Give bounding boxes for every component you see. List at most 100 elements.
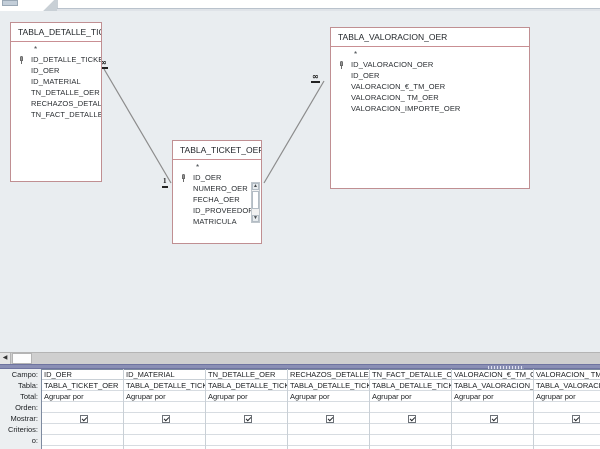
mostrar-checkbox[interactable] (243, 415, 252, 423)
field-row[interactable]: VALORACION_€_TM_OER (331, 81, 529, 92)
cell-orden[interactable] (534, 402, 600, 413)
cell-tabla[interactable]: TABLA_VALORACION_ (534, 380, 600, 391)
cell-o[interactable] (206, 435, 287, 446)
field-row[interactable]: ID_OER (173, 172, 261, 183)
cell-campo[interactable]: VALORACION_ TM_OE (534, 369, 600, 380)
grid-column[interactable]: VALORACION_ TM_OE TABLA_VALORACION_ Agru… (534, 369, 600, 449)
cell-orden[interactable] (452, 402, 533, 413)
field-row[interactable]: ID_DETALLE_TICKET_( (11, 54, 101, 65)
cell-criterios[interactable] (206, 424, 287, 435)
cell-o[interactable] (534, 435, 600, 446)
cell-mostrar[interactable] (42, 413, 123, 424)
cell-tabla[interactable]: TABLA_DETALLE_TICKE (206, 381, 287, 391)
scroll-left-arrow-icon[interactable]: ◀ (0, 353, 11, 364)
cell-orden[interactable] (42, 402, 123, 413)
cell-mostrar[interactable] (288, 413, 369, 424)
scrollbar-thumb[interactable] (252, 191, 259, 209)
field-list-title[interactable]: TABLA_TICKET_OER (173, 141, 261, 160)
grid-column[interactable]: ID_OER TABLA_TICKET_OER Agrupar por (42, 369, 124, 449)
cell-tabla[interactable]: TABLA_DETALLE_TICKE (124, 381, 205, 391)
field-list-tabla-detalle-ticket[interactable]: TABLA_DETALLE_TIC... * ID_DETALLE_TICKET… (10, 22, 102, 182)
grid-column[interactable]: ID_MATERIAL TABLA_DETALLE_TICKE Agrupar … (124, 369, 206, 449)
field-list-vertical-scrollbar[interactable]: ▲ ▼ (251, 182, 260, 223)
cell-criterios[interactable] (42, 424, 123, 435)
cell-orden[interactable] (370, 402, 451, 413)
cell-criterios[interactable] (452, 424, 533, 435)
cell-tabla[interactable]: TABLA_DETALLE_TICKE (370, 381, 451, 391)
cell-total[interactable]: Agrupar por (42, 391, 123, 402)
field-row[interactable]: NUMERO_OER (173, 183, 261, 194)
splitter-grip-handle[interactable] (488, 366, 524, 369)
cell-criterios[interactable] (534, 424, 600, 435)
cell-total[interactable]: Agrupar por (370, 391, 451, 402)
field-list-tabla-valoracion-oer[interactable]: TABLA_VALORACION_OER * ID_VALORACION_OER… (330, 27, 530, 189)
cell-o[interactable] (370, 435, 451, 446)
scroll-up-arrow-icon[interactable]: ▲ (252, 183, 259, 190)
cell-orden[interactable] (124, 402, 205, 413)
mostrar-checkbox[interactable] (489, 415, 498, 423)
field-row[interactable]: ID_PROVEEDOR (173, 205, 261, 216)
field-row-asterisk[interactable]: * (196, 163, 200, 172)
field-row[interactable]: ID_OER (11, 65, 101, 76)
field-row[interactable]: ID_OER (331, 70, 529, 81)
cell-tabla[interactable]: TABLA_VALORACION_ (452, 381, 533, 391)
cell-o[interactable] (452, 435, 533, 446)
grid-column[interactable]: VALORACION_€_TM_O TABLA_VALORACION_ Agru… (452, 369, 534, 449)
cell-total[interactable]: Agrupar por (124, 391, 205, 402)
mostrar-checkbox[interactable] (571, 415, 580, 423)
query-design-grid[interactable]: Campo: Tabla: Total: Orden: Mostrar: Cri… (0, 369, 600, 449)
cell-orden[interactable] (206, 402, 287, 413)
cell-criterios[interactable] (370, 424, 451, 435)
cell-campo[interactable]: TN_FACT_DETALLE_OE (370, 370, 451, 380)
field-row[interactable]: TN_FACT_DETALLE_O (11, 109, 101, 120)
relationship-diagram-pane[interactable]: ∞ 1 1 ∞ TABLA_DETALLE_TIC... * ID_DETALL… (0, 11, 600, 352)
cell-o[interactable] (288, 435, 369, 446)
mostrar-checkbox[interactable] (79, 415, 88, 423)
cell-o[interactable] (124, 435, 205, 446)
field-row[interactable]: RECHAZOS_DETALLE (11, 98, 101, 109)
field-row[interactable]: VALORACION_IMPORTE_OER (331, 103, 529, 114)
cell-total[interactable]: Agrupar por (206, 391, 287, 402)
field-row[interactable]: MATRICULA (173, 216, 261, 227)
tab-chip[interactable] (2, 0, 18, 6)
mostrar-checkbox[interactable] (325, 415, 334, 423)
mostrar-checkbox[interactable] (407, 415, 416, 423)
grid-column[interactable]: TN_FACT_DETALLE_OE TABLA_DETALLE_TICKE A… (370, 369, 452, 449)
field-row-asterisk[interactable]: * (34, 45, 38, 54)
cell-mostrar[interactable] (370, 413, 451, 424)
cell-mostrar[interactable] (206, 413, 287, 424)
cell-criterios[interactable] (288, 424, 369, 435)
cell-mostrar[interactable] (534, 413, 600, 424)
field-list-tabla-ticket-oer[interactable]: TABLA_TICKET_OER * ID_OER NUMERO_OER FEC… (172, 140, 262, 244)
cell-campo[interactable]: ID_MATERIAL (124, 369, 205, 380)
field-row[interactable]: ID_VALORACION_OER (331, 59, 529, 70)
cell-total[interactable]: Agrupar por (534, 391, 600, 402)
field-list-title[interactable]: TABLA_VALORACION_OER (331, 28, 529, 47)
cell-orden[interactable] (288, 402, 369, 413)
grid-column[interactable]: RECHAZOS_DETALLE_ TABLA_DETALLE_TICKE Ag… (288, 369, 370, 449)
cell-total[interactable]: Agrupar por (452, 391, 533, 402)
cell-tabla[interactable]: TABLA_TICKET_OER (42, 380, 123, 391)
cell-mostrar[interactable] (452, 413, 533, 424)
field-row[interactable]: FECHA_OER (173, 194, 261, 205)
cell-o[interactable] (42, 435, 123, 446)
field-row[interactable]: ID_MATERIAL (11, 76, 101, 87)
grid-column[interactable]: TN_DETALLE_OER TABLA_DETALLE_TICKE Agrup… (206, 369, 288, 449)
cell-campo[interactable]: ID_OER (42, 369, 123, 380)
field-row[interactable]: VALORACION_ TM_OER (331, 92, 529, 103)
cell-tabla[interactable]: TABLA_DETALLE_TICKE (288, 381, 369, 391)
mostrar-checkbox[interactable] (161, 415, 170, 423)
scroll-down-arrow-icon[interactable]: ▼ (252, 215, 259, 222)
cell-criterios[interactable] (124, 424, 205, 435)
pane-splitter[interactable] (0, 364, 600, 369)
cell-campo[interactable]: TN_DETALLE_OER (206, 369, 287, 380)
field-row[interactable]: TN_DETALLE_OER (11, 87, 101, 98)
horizontal-scrollbar-thumb[interactable] (12, 353, 32, 364)
diagram-horizontal-scrollbar[interactable]: ◀ (0, 352, 600, 364)
cell-mostrar[interactable] (124, 413, 205, 424)
field-row-asterisk[interactable]: * (354, 50, 358, 59)
cell-total[interactable]: Agrupar por (288, 391, 369, 402)
cell-campo[interactable]: RECHAZOS_DETALLE_ (288, 370, 369, 380)
cell-campo[interactable]: VALORACION_€_TM_O (452, 370, 533, 380)
field-list-title[interactable]: TABLA_DETALLE_TIC... (11, 23, 101, 42)
